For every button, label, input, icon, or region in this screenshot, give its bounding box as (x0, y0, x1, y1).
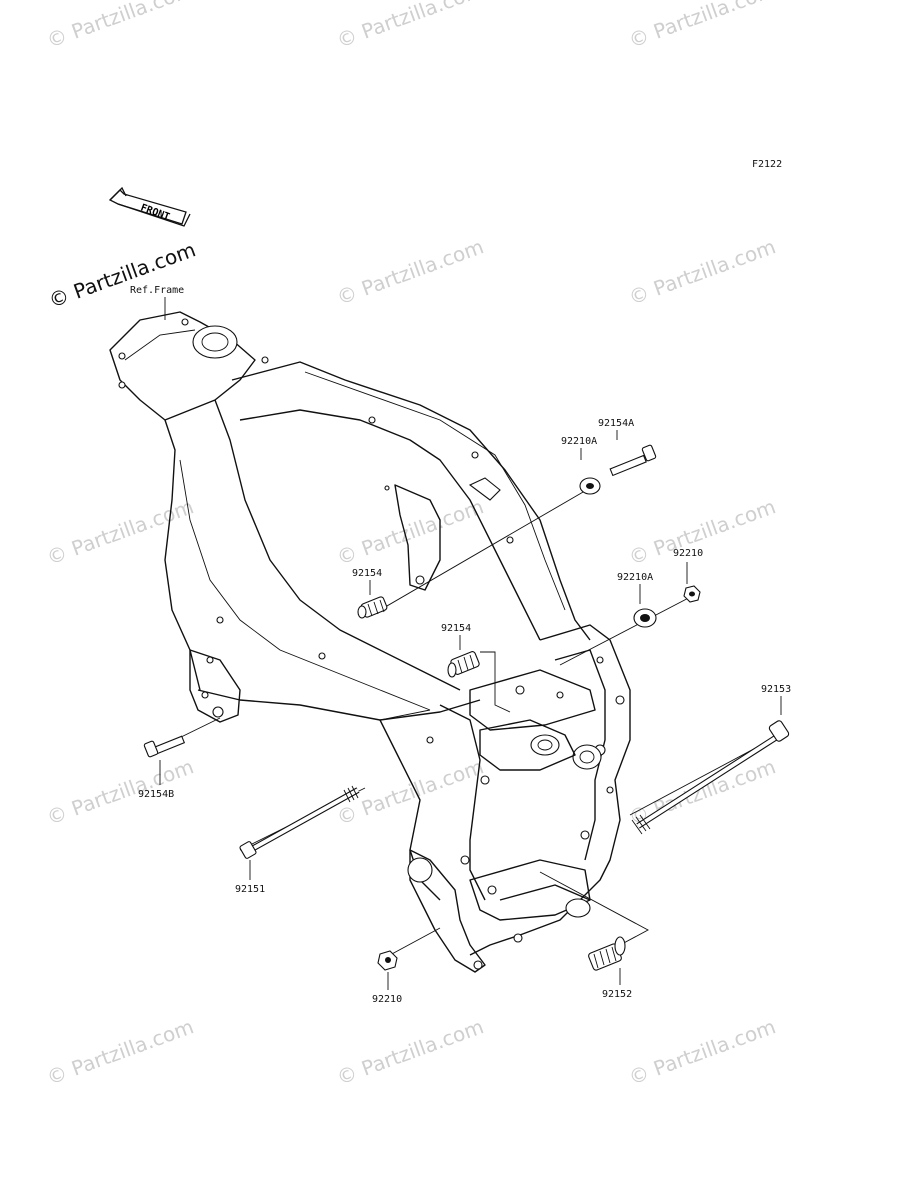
watermark: © Partzilla.com (626, 234, 779, 309)
part-label-92154B[interactable]: 92154B (138, 789, 174, 800)
watermark: © Partzilla.com (626, 0, 779, 53)
watermark: © Partzilla.com (44, 1014, 197, 1089)
nut-92210-icon (683, 585, 701, 603)
front-arrow-icon: FRONT (108, 186, 191, 227)
bolt-92151-icon (239, 785, 360, 859)
nut-92210-bottom-icon (377, 950, 398, 971)
leader-lines (159, 430, 782, 990)
motorcycle-frame (109, 311, 631, 973)
collar-92154-center-icon (447, 651, 480, 678)
part-label-92210A[interactable]: 92210A (561, 436, 597, 447)
watermark: © Partzilla.com (44, 0, 197, 53)
watermark: © Partzilla.com (334, 234, 487, 309)
part-label-92152[interactable]: 92152 (602, 989, 632, 1000)
ref-frame-label: Ref.Frame (130, 285, 184, 296)
part-labels: 92154A 92210A 92210 92210A 92154 92154 9… (138, 418, 791, 1005)
bolt-92154B-icon (143, 735, 186, 758)
part-label-92210A-mid[interactable]: 92210A (617, 572, 653, 583)
part-label-92154-left[interactable]: 92154 (352, 568, 382, 579)
bolt-92154A-icon (609, 444, 657, 477)
part-label-92210[interactable]: 92210 (673, 548, 703, 559)
watermark-layer: © Partzilla.com © Partzilla.com © Partzi… (44, 0, 779, 1090)
part-label-92151[interactable]: 92151 (235, 884, 265, 895)
collar-92152-icon (588, 936, 626, 971)
watermark-dark: © Partzilla.com (46, 237, 199, 312)
bolt-92153-icon (631, 720, 790, 835)
part-label-92153[interactable]: 92153 (761, 684, 791, 695)
watermark: © Partzilla.com (44, 494, 197, 569)
watermark: © Partzilla.com (334, 494, 487, 569)
nut-92210A-mid-icon (633, 608, 657, 628)
diagram-code: F2122 (752, 159, 782, 170)
part-label-92154-center[interactable]: 92154 (441, 623, 471, 634)
collar-92154-left-icon (357, 596, 388, 619)
part-label-92154A[interactable]: 92154A (598, 418, 634, 429)
watermark: © Partzilla.com (626, 1014, 779, 1089)
part-label-92210-bottom[interactable]: 92210 (372, 994, 402, 1005)
nut-92210A-icon (579, 477, 601, 495)
watermark: © Partzilla.com (334, 0, 487, 53)
fasteners (143, 444, 790, 971)
watermark: © Partzilla.com (334, 1014, 487, 1089)
